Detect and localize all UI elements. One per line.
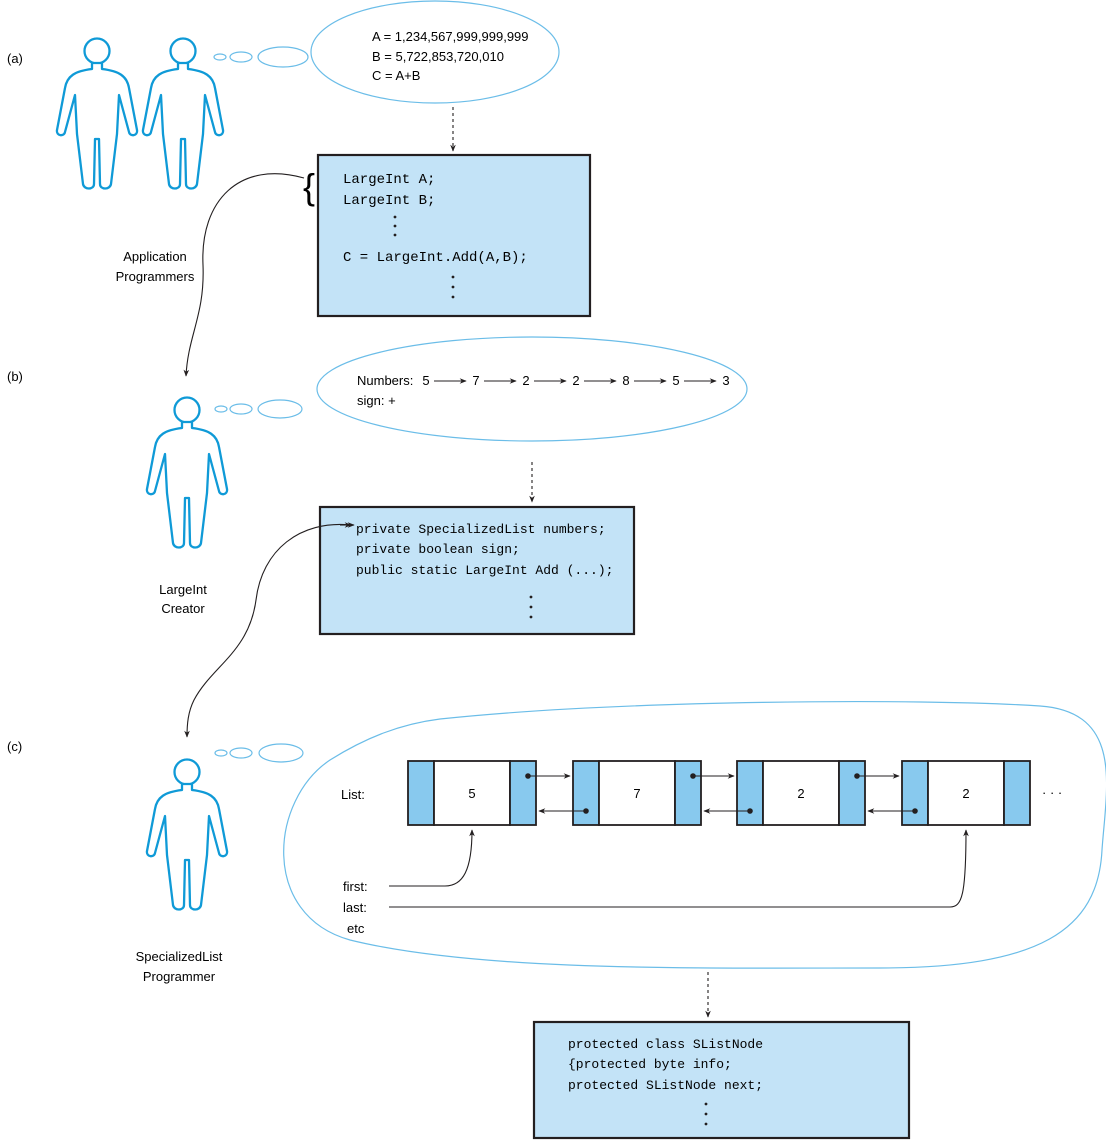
node-value: 5 xyxy=(468,786,475,801)
list-node: 7 xyxy=(572,760,702,826)
pointer-etc: etc xyxy=(347,921,365,936)
code-c-line1: protected class SListNode xyxy=(568,1037,763,1052)
code-a-line1: LargeInt A; xyxy=(343,172,435,188)
code-a-line2: LargeInt B; xyxy=(343,193,435,209)
code-c-line2: {protected byte info; xyxy=(568,1057,732,1072)
thought-bubble-a xyxy=(310,0,560,104)
brace-icon: { xyxy=(303,166,315,207)
sign-line: sign: + xyxy=(357,393,396,408)
role-a-line2: Programmers xyxy=(116,269,195,284)
role-c-line2: Programmer xyxy=(143,969,216,984)
code-b-line2: private boolean sign; xyxy=(356,542,520,557)
num-4: 2 xyxy=(572,373,579,388)
list-label: List: xyxy=(341,787,365,802)
num-7: 3 xyxy=(722,373,729,388)
code-c-ellipsis xyxy=(704,1102,708,1126)
code-c-line3: protected SListNode next; xyxy=(568,1078,763,1093)
code-box-a xyxy=(316,153,592,318)
thought-bubble-c xyxy=(283,700,1106,969)
thought-trail-c xyxy=(214,743,304,763)
code-box-c xyxy=(532,1020,911,1140)
role-b-line1: LargeInt xyxy=(159,582,207,597)
role-c-line1: SpecializedList xyxy=(136,949,223,964)
code-a-ellipsis xyxy=(393,215,397,237)
num-2: 7 xyxy=(472,373,479,388)
pointer-last: last: xyxy=(343,900,367,915)
thought-trail-a xyxy=(213,46,309,68)
application-programmer-person-icon xyxy=(141,37,225,190)
code-box-b xyxy=(318,505,636,636)
num-6: 5 xyxy=(672,373,679,388)
application-programmer-person-icon xyxy=(55,37,139,190)
role-a-line1: Application xyxy=(123,249,187,264)
panel-c: (c) SpecializedList Programmer List: 5 7 xyxy=(7,700,1106,1140)
node-value: 2 xyxy=(797,786,804,801)
panel-b-label: (b) xyxy=(7,369,23,384)
code-b-line1: private SpecializedList numbers; xyxy=(356,522,606,537)
num-5: 8 xyxy=(622,373,629,388)
thought-trail-b xyxy=(214,399,303,419)
thought-a-line2: B = 5,722,853,720,010 xyxy=(372,49,504,64)
thought-bubble-b xyxy=(316,336,748,442)
panel-a-label: (a) xyxy=(7,51,23,66)
numbers-label: Numbers: xyxy=(357,373,413,388)
list-continuation: · · · xyxy=(1042,785,1062,800)
thought-a-line1: A = 1,234,567,999,999,999 xyxy=(372,29,529,44)
num-3: 2 xyxy=(522,373,529,388)
node-value: 2 xyxy=(962,786,969,801)
specializedlist-programmer-person-icon xyxy=(145,758,229,911)
code-a-ellipsis xyxy=(451,275,455,299)
panel-a: (a) Application Programmers A = 1,234,56… xyxy=(7,0,592,377)
panel-c-label: (c) xyxy=(7,739,22,754)
pointer-first: first: xyxy=(343,879,368,894)
node-value: 7 xyxy=(633,786,640,801)
thought-a-line3: C = A+B xyxy=(372,68,420,83)
code-b-ellipsis xyxy=(529,595,533,619)
largeint-creator-person-icon xyxy=(145,396,229,549)
list-node: 5 xyxy=(407,760,537,826)
code-a-line3: C = LargeInt.Add(A,B); xyxy=(343,250,528,266)
panel-b: (b) LargeInt Creator Numbers: 5 7 2 2 8 … xyxy=(7,336,748,738)
list-node: 2 xyxy=(901,760,1031,826)
num-1: 5 xyxy=(422,373,429,388)
code-b-line3: public static LargeInt Add (...); xyxy=(356,563,613,578)
role-b-line2: Creator xyxy=(161,601,205,616)
list-node: 2 xyxy=(736,760,866,826)
